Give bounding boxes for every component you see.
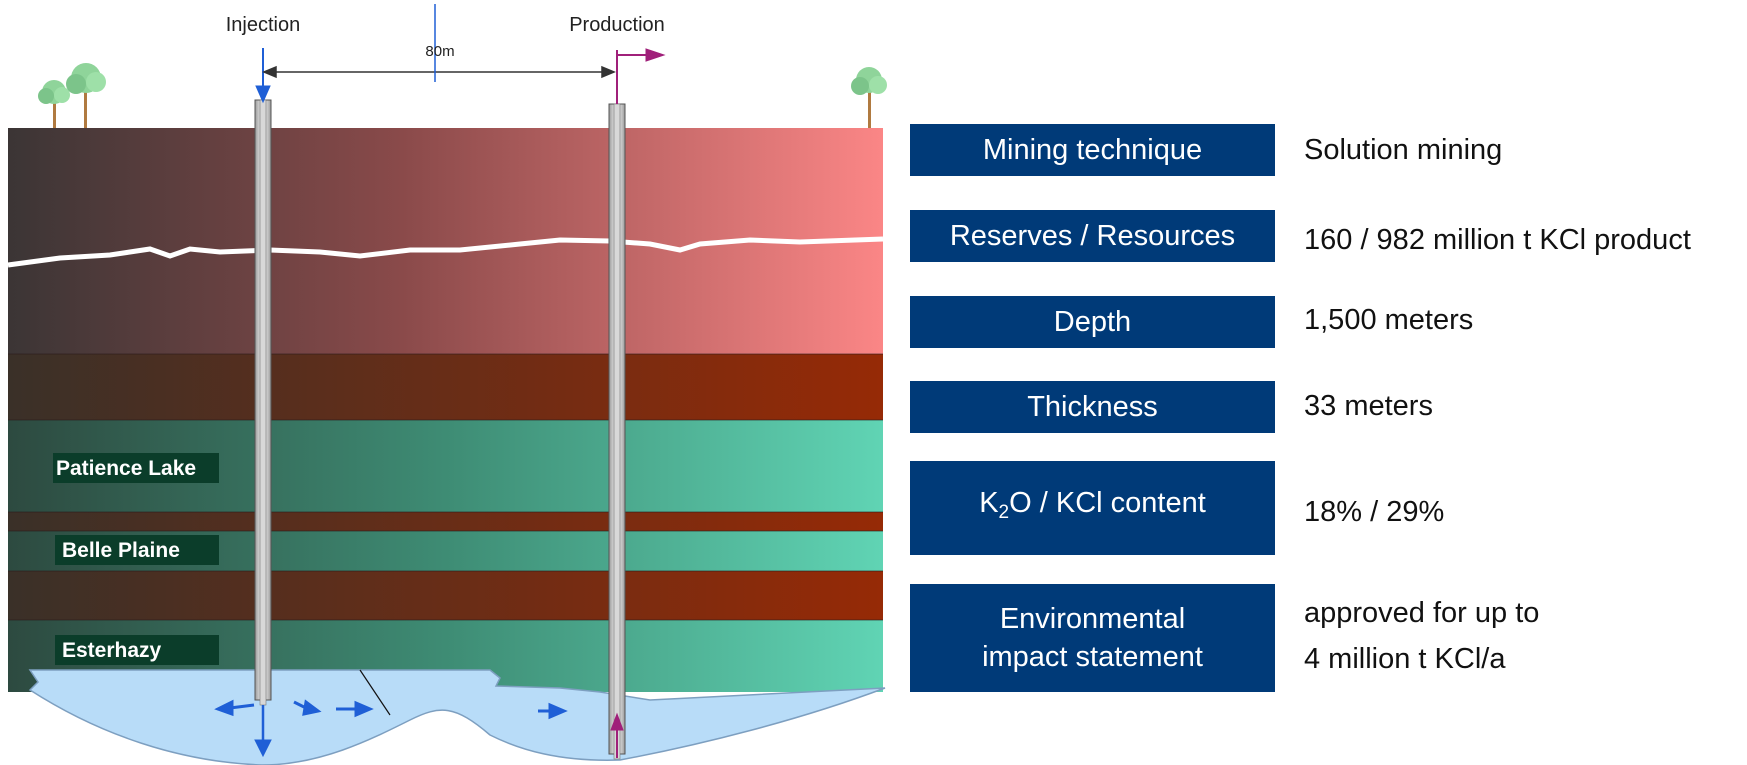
label-k2o-kcl-content: K2O / KCl content xyxy=(910,461,1275,555)
value-reserves-resources: 160 / 982 million t KCl product xyxy=(1304,224,1691,256)
brine-flow-arrows xyxy=(214,699,568,720)
tree-icon xyxy=(38,80,70,128)
belle-plaine-label: Belle Plaine xyxy=(62,539,180,562)
solution-mining-diagram: Injection Production 80m Patience Lake B… xyxy=(7,4,887,765)
spacing-label: 80m xyxy=(425,43,454,60)
label-environmental-line2: impact statement xyxy=(982,641,1203,673)
cavity-pointer-line xyxy=(359,669,391,716)
esterhazy-label: Esterhazy xyxy=(62,639,162,662)
esterhazy-label-bg xyxy=(55,635,219,665)
tree-icon-2 xyxy=(66,63,106,128)
belle-plaine-label-bg xyxy=(55,535,219,565)
spacing-dimension xyxy=(262,65,616,79)
label-k2o-rest: O / KCl content xyxy=(1009,487,1206,519)
value-thickness: 33 meters xyxy=(1304,390,1433,422)
value-mining-technique: Solution mining xyxy=(1304,134,1503,166)
production-label: Production xyxy=(569,14,665,36)
patience-lake-label-bg xyxy=(53,453,219,483)
label-thickness: Thickness xyxy=(910,381,1275,433)
brown-stratum-3 xyxy=(8,571,883,620)
value-environmental-line2: 4 million t KCl/a xyxy=(1304,643,1506,675)
label-depth: Depth xyxy=(910,296,1275,348)
brine-cavity xyxy=(28,669,886,765)
label-environmental-impact: Environmental impact statement xyxy=(910,584,1275,692)
value-depth: 1,500 meters xyxy=(1304,304,1474,336)
production-arrow-icon xyxy=(610,48,666,758)
production-well xyxy=(608,103,626,760)
injection-arrow-icon xyxy=(254,48,272,758)
value-environmental-line1: approved for up to xyxy=(1304,597,1540,629)
tree-icon-3 xyxy=(851,67,887,128)
patience-lake-label: Patience Lake xyxy=(56,457,196,480)
injection-well xyxy=(254,99,272,706)
label-reserves-resources: Reserves / Resources xyxy=(910,210,1275,262)
label-mining-technique: Mining technique xyxy=(910,124,1275,176)
label-k2o-k: K xyxy=(979,487,999,519)
label-environmental-line1: Environmental xyxy=(999,603,1186,635)
injection-label: Injection xyxy=(226,14,301,36)
brown-stratum-2 xyxy=(8,512,883,531)
label-k2o-subscript: 2 xyxy=(998,502,1010,523)
value-k2o-kcl-content: 18% / 29% xyxy=(1304,496,1445,528)
fracture-line xyxy=(7,236,884,268)
brown-stratum-1 xyxy=(8,354,883,420)
